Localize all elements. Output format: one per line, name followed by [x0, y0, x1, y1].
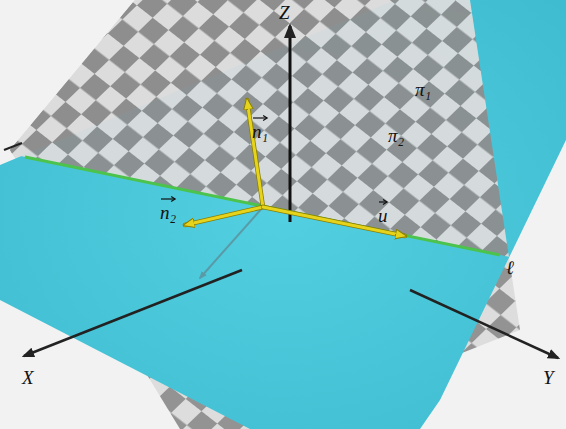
axis-label: Y — [543, 368, 554, 387]
vectors — [185, 100, 405, 236]
label-text: Y — [543, 367, 554, 388]
vector-arrow — [160, 196, 176, 202]
label-text: u — [378, 205, 388, 226]
label-text: ℓ — [506, 257, 514, 278]
line-label: ℓ — [506, 258, 514, 277]
vector-label: n₁ — [252, 122, 268, 141]
x-axis — [24, 270, 242, 356]
vector-label: u — [378, 206, 388, 225]
vector-arrow — [378, 199, 388, 205]
label-text: π₂ — [388, 125, 404, 146]
y-axis — [410, 290, 558, 358]
z-axis — [289, 26, 292, 222]
label-text: n₁ — [252, 121, 268, 142]
vector-label: n₂ — [160, 203, 176, 222]
line-l — [25, 157, 500, 255]
edge-mark — [4, 143, 22, 150]
label-text: π₁ — [415, 79, 431, 100]
label-text: X — [22, 367, 34, 388]
plane-label: π₂ — [388, 126, 404, 145]
plane-label: π₁ — [415, 80, 431, 99]
label-text: n₂ — [160, 202, 176, 223]
axis-label: Z — [279, 3, 290, 22]
label-text: Z — [279, 2, 290, 23]
plane-pi2-front — [10, 0, 520, 429]
vector-arrow — [252, 115, 268, 121]
axis-label: X — [22, 368, 34, 387]
